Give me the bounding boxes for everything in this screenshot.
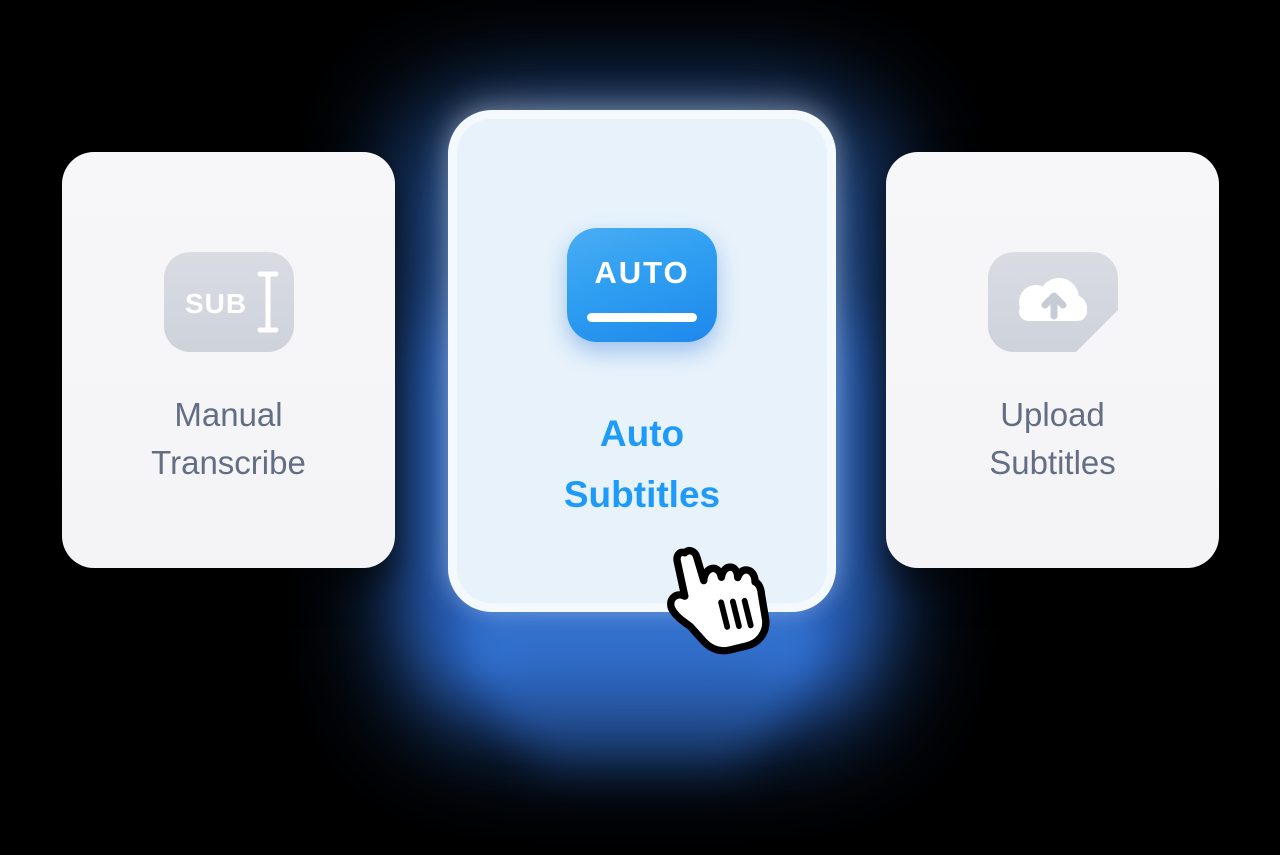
label-line: Upload bbox=[1000, 396, 1105, 433]
label-line: Subtitles bbox=[563, 474, 721, 515]
label-line: Transcribe bbox=[151, 444, 306, 481]
card-upload-subtitles[interactable]: Upload Subtitles bbox=[886, 152, 1219, 568]
auto-badge-icon: AUTO bbox=[567, 228, 717, 342]
cloud-upload-icon bbox=[987, 252, 1118, 352]
ibeam-cursor-glyph bbox=[257, 271, 278, 333]
auto-icon-underline bbox=[587, 312, 697, 322]
hand-pointer-cursor bbox=[667, 546, 770, 655]
sub-ibeam-icon: SUB bbox=[163, 252, 294, 352]
sub-icon-text: SUB bbox=[184, 288, 246, 319]
upload-arrow-glyph bbox=[1041, 292, 1066, 320]
label-line: Auto bbox=[599, 413, 685, 454]
card-label-upload-subtitles: Upload Subtitles bbox=[886, 391, 1219, 487]
selection-glow-echo bbox=[498, 658, 786, 730]
label-line: Manual bbox=[174, 396, 283, 433]
card-label-auto-subtitles: Auto Subtitles bbox=[448, 403, 836, 525]
selection-glow-echo bbox=[528, 710, 756, 768]
card-manual-transcribe[interactable]: SUB Manual Transcribe bbox=[62, 152, 395, 568]
card-label-manual-transcribe: Manual Transcribe bbox=[62, 391, 395, 487]
card-auto-subtitles[interactable]: AUTO Auto Subtitles bbox=[448, 110, 836, 612]
auto-icon-text: AUTO bbox=[594, 254, 690, 290]
label-line: Subtitles bbox=[989, 444, 1116, 481]
